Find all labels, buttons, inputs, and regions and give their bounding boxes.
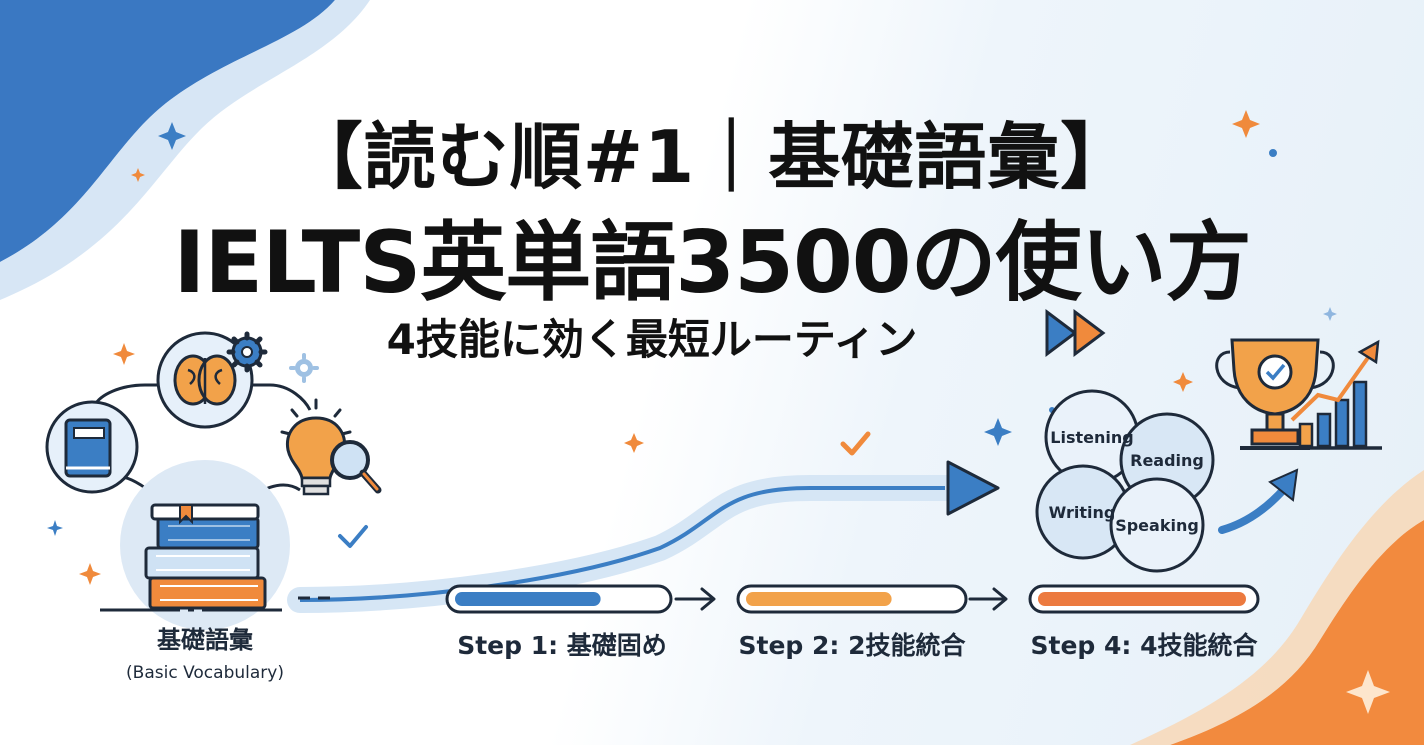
step-label-4: Step 4: 4技能統合 (1030, 631, 1258, 660)
book-icon (45, 400, 139, 494)
curved-arrow-icon (1218, 484, 1289, 534)
title-line-1: 【読む順#1｜基礎語彙】 (290, 115, 1134, 199)
step-arrow-icon (968, 587, 1008, 611)
skill-speaking: Speaking (1115, 516, 1199, 535)
step-arrow-icon (674, 587, 716, 611)
step-label-2: Step 2: 2技能統合 (738, 631, 966, 660)
growth-chart-icon (1288, 339, 1382, 450)
gear-icon (289, 353, 319, 383)
check-icon (338, 525, 368, 548)
brain-icon (156, 331, 254, 429)
top-left-light-blob (0, 0, 370, 300)
vocab-label-en: (Basic Vocabulary) (126, 663, 284, 683)
subtitle: 4技能に効く最短ルーティン (386, 315, 918, 364)
skill-reading: Reading (1130, 451, 1204, 470)
flow-path-line (299, 486, 945, 602)
skill-bubbles (1035, 389, 1215, 573)
step-bar-1 (445, 584, 673, 614)
skill-writing: Writing (1049, 503, 1116, 522)
vocab-label-jp: 基礎語彙 (157, 626, 254, 654)
title-line-2: IELTS英単語3500の使い方 (173, 213, 1251, 313)
trophy-icon (1215, 338, 1335, 450)
double-chevron-icon (1045, 309, 1106, 357)
flow-path (287, 475, 968, 613)
curved-arrow-head (1268, 468, 1299, 502)
bottom-right-light-blob (1130, 470, 1424, 745)
gear-icon (226, 331, 268, 373)
step-label-1: Step 1: 基礎固め (457, 631, 667, 660)
book-stack-icon (144, 503, 267, 610)
skill-listening: Listening (1050, 428, 1133, 447)
step-bar-2 (736, 584, 968, 614)
step-bar-4 (1028, 584, 1260, 614)
flow-arrowhead (946, 460, 1000, 516)
top-left-blue-blob (0, 0, 335, 262)
check-icon (840, 431, 871, 456)
magnifier-icon (330, 440, 382, 494)
sparkle-icon (47, 110, 1390, 714)
